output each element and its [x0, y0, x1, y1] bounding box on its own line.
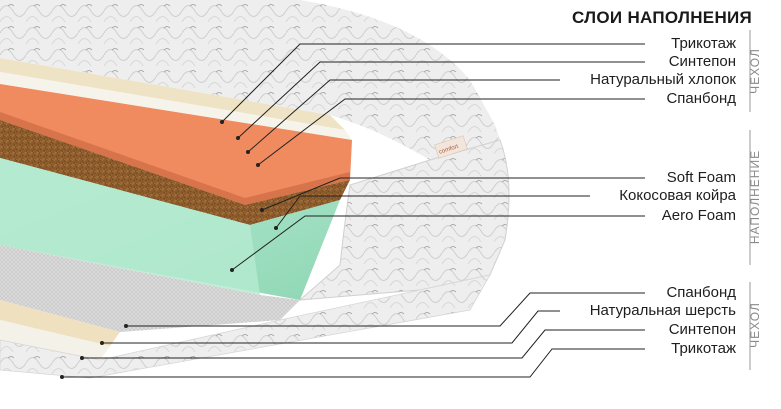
label-coir: Кокосовая койра	[619, 187, 736, 204]
leader-line-6	[275, 195, 590, 229]
leader-lines	[62, 43, 645, 378]
soft-foam-layer	[0, 84, 352, 205]
label-top-synthetic: Синтепон	[668, 53, 736, 70]
leader-line-1	[221, 43, 645, 123]
leader-line-3	[247, 79, 560, 153]
label-top-spunbond: Спанбонд	[666, 90, 736, 107]
brand-tag-text: comfort	[438, 144, 459, 156]
label-soft-foam: Soft Foam	[666, 169, 736, 186]
leader-line-2	[237, 61, 645, 139]
group-label-filling: НАПОЛНЕНИЕ	[748, 149, 762, 245]
label-bottom-knit: Трикотаж	[671, 340, 736, 357]
bottom-synthetic-strip	[0, 320, 110, 360]
leader-dots	[60, 120, 278, 379]
aero-foam-front	[0, 158, 260, 295]
page-title: СЛОИ НАПОЛНЕНИЯ	[572, 8, 753, 27]
leader-line-10	[82, 329, 645, 359]
label-bottom-spunbond: Спанбонд	[666, 284, 736, 301]
group-label-bottom-cover: ЧЕХОЛ	[748, 302, 762, 348]
bottom-wool-strip	[0, 300, 120, 346]
leader-line-5	[261, 177, 645, 211]
coir-layer	[0, 120, 350, 225]
leader-line-4	[257, 98, 645, 166]
leader-line-9	[102, 310, 560, 344]
leader-line-8	[126, 292, 645, 327]
label-cotton: Натуральный хлопок	[590, 71, 736, 88]
group-label-top-cover: ЧЕХОЛ	[748, 48, 762, 94]
leader-line-11	[62, 348, 645, 378]
top-cotton-strip	[0, 58, 345, 130]
leader-line-7	[231, 215, 645, 271]
bottom-knit-strip	[0, 274, 491, 379]
label-bottom-synthetic: Синтепон	[668, 321, 736, 338]
bottom-spunbond-mesh	[0, 245, 300, 332]
label-aero-foam: Aero Foam	[661, 207, 736, 224]
brand-tag	[434, 135, 468, 159]
label-wool: Натуральная шерсть	[589, 302, 736, 319]
label-top-knit: Трикотаж	[671, 35, 736, 52]
top-quilted-cover	[0, 0, 500, 160]
top-spunbond-strip	[0, 72, 352, 140]
